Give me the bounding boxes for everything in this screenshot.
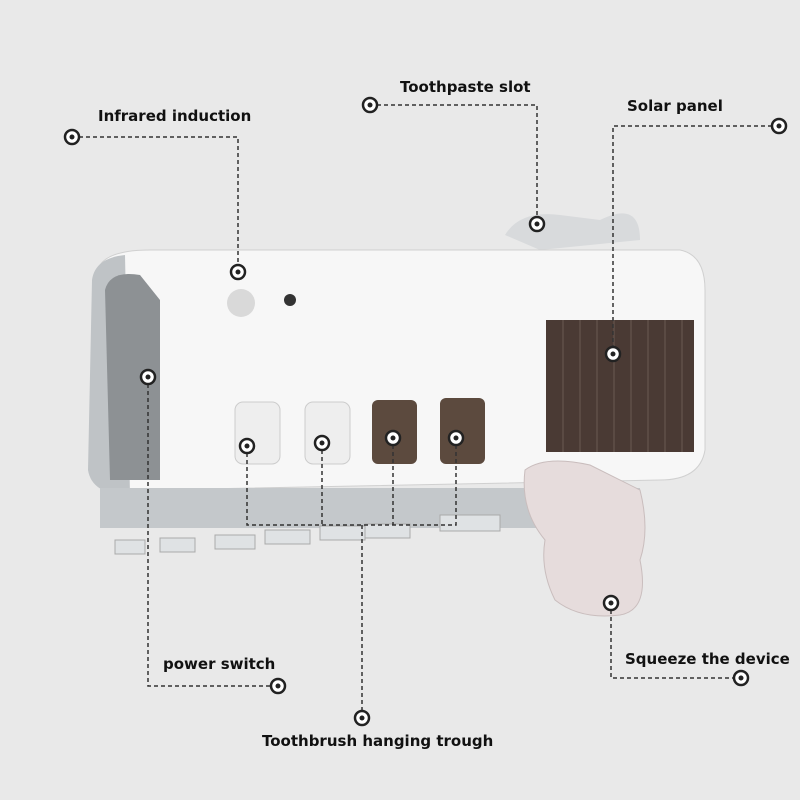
label-toothbrush-trough: Toothbrush hanging trough xyxy=(262,732,494,750)
label-squeeze-device: Squeeze the device xyxy=(625,650,790,668)
callout-lines xyxy=(72,104,779,718)
label-solar-panel: Solar panel xyxy=(627,97,723,115)
label-power-switch: power switch xyxy=(163,655,276,673)
label-infrared-induction: Infrared induction xyxy=(98,107,252,125)
target-markers xyxy=(63,96,788,727)
device xyxy=(88,213,706,617)
label-toothpaste-slot: Toothpaste slot xyxy=(400,78,531,96)
solar-panel xyxy=(546,320,694,452)
